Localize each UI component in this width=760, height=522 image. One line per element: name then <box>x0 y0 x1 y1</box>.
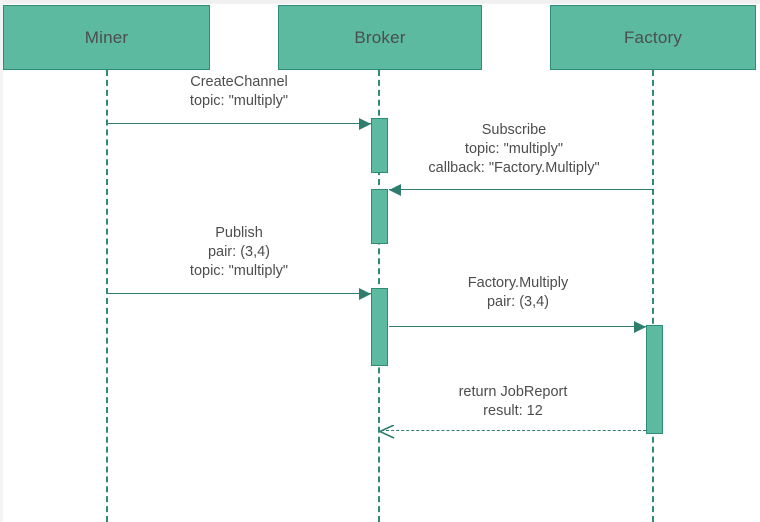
message-line-subscribe[interactable] <box>389 189 653 190</box>
message-arrowhead-factory-multiply <box>634 320 646 333</box>
message-label-line: Subscribe <box>481 122 547 138</box>
participant-label: Factory <box>623 27 683 47</box>
message-line-factory-multiply[interactable] <box>389 326 646 327</box>
message-label-line: topic: "multiply" <box>464 141 564 157</box>
message-label-line: result: 12 <box>483 403 543 419</box>
participant-label: Miner <box>84 27 129 47</box>
message-label-line: topic: "multiply" <box>189 93 289 109</box>
message-line-publish[interactable] <box>108 293 371 294</box>
message-line-create-channel[interactable] <box>108 123 371 124</box>
message-label-line: Factory.Multiply <box>467 275 569 291</box>
activation-bar-factory[interactable] <box>646 325 663 434</box>
message-label-line: topic: "multiply" <box>189 263 289 279</box>
message-arrowhead-publish <box>359 287 371 300</box>
lifeline-factory <box>652 70 654 522</box>
participant-miner[interactable]: Miner <box>3 5 210 70</box>
lifeline-miner <box>106 70 108 522</box>
message-line-return-jobreport[interactable] <box>381 430 646 431</box>
activation-bar-broker[interactable] <box>371 118 388 173</box>
message-label-line: Publish <box>215 225 263 241</box>
message-label-line: pair: (3,4) <box>207 244 271 260</box>
participant-factory[interactable]: Factory <box>550 5 756 70</box>
message-label-line: callback: "Factory.Multiply" <box>428 160 600 176</box>
activation-bar-broker[interactable] <box>371 189 388 244</box>
participant-broker[interactable]: Broker <box>278 5 482 70</box>
page-left-edge <box>0 0 3 522</box>
page-top-edge <box>0 0 760 4</box>
participant-label: Broker <box>354 27 406 47</box>
message-label-line: return JobReport <box>458 384 568 400</box>
message-arrowhead-subscribe <box>389 183 401 196</box>
activation-bar-broker[interactable] <box>371 288 388 366</box>
message-arrowhead-create-channel <box>359 117 371 130</box>
message-label-line: CreateChannel <box>190 74 288 90</box>
message-label-line: pair: (3,4) <box>486 294 550 310</box>
